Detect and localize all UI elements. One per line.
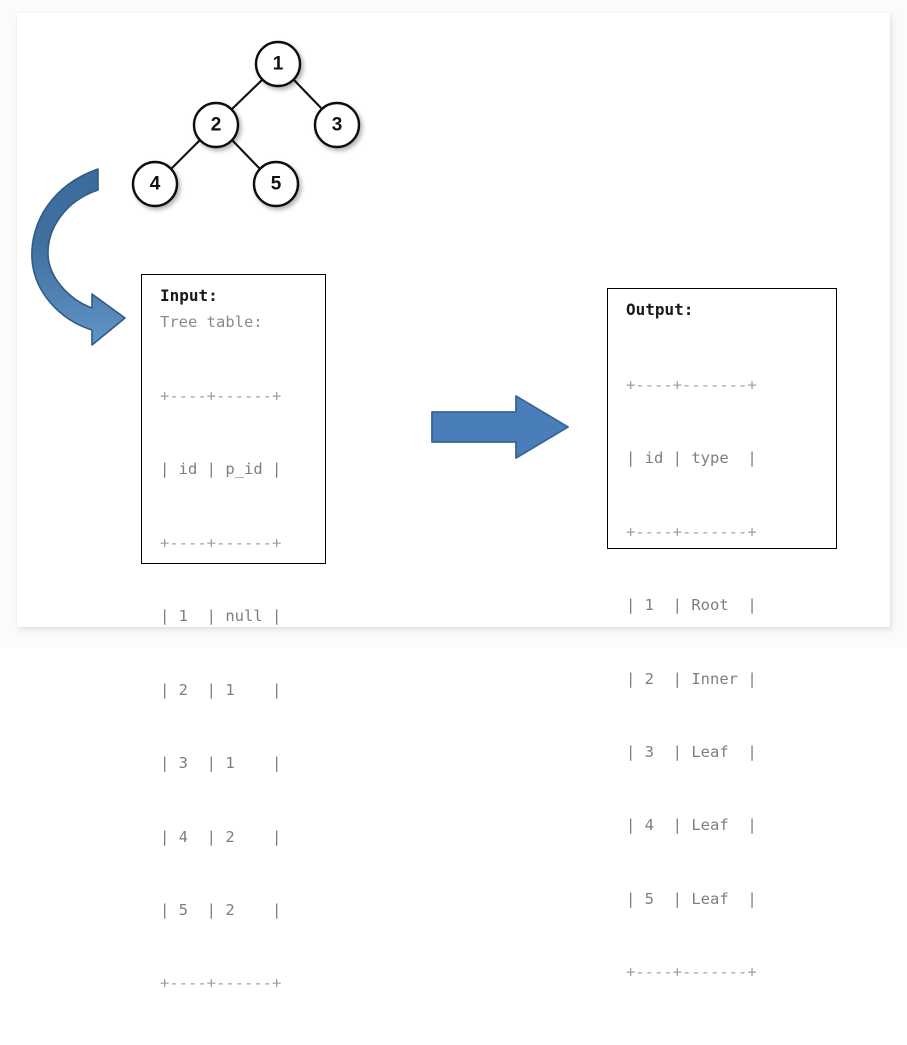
tree-edge-1-2 xyxy=(231,79,263,110)
input-row-1: | 1 | null | xyxy=(160,607,282,626)
tree-node-1: 1 xyxy=(254,40,302,88)
input-ascii-table: +----+------+ | id | p_id | +----+------… xyxy=(160,335,325,1045)
output-title: Output: xyxy=(626,300,694,319)
binary-tree-diagram: 1 2 3 4 5 xyxy=(131,40,361,208)
output-row-1: | 1 | Root | xyxy=(626,596,757,615)
output-row-4: | 4 | Leaf | xyxy=(626,816,757,835)
tree-edge-1-3 xyxy=(293,79,323,110)
curved-arrow-shape xyxy=(31,168,126,346)
tree-edge-2-4 xyxy=(170,139,201,170)
input-bottom-rule: +----+------+ xyxy=(160,974,282,993)
output-header-row: | id | type | xyxy=(626,449,757,468)
straight-arrow-shape xyxy=(431,395,569,459)
input-row-4: | 4 | 2 | xyxy=(160,827,282,846)
tree-node-label-1: 1 xyxy=(273,54,284,75)
straight-arrow-icon xyxy=(431,395,569,459)
input-row-3: | 3 | 1 | xyxy=(160,754,282,773)
input-title: Input: xyxy=(160,286,218,305)
output-row-3: | 3 | Leaf | xyxy=(626,743,757,762)
tree-node-label-3: 3 xyxy=(332,115,343,136)
input-panel: Input: Tree table: +----+------+ | id | … xyxy=(141,274,326,992)
output-row-5: | 5 | Leaf | xyxy=(626,889,757,908)
input-row-2: | 2 | 1 | xyxy=(160,680,282,699)
tree-node-label-2: 2 xyxy=(211,115,222,136)
output-bottom-rule: +----+-------+ xyxy=(626,963,757,982)
output-top-rule: +----+-------+ xyxy=(626,375,757,394)
tree-node-label-4: 4 xyxy=(150,174,161,195)
curved-arrow-icon xyxy=(31,168,126,346)
input-mid-rule: +----+------+ xyxy=(160,533,282,552)
tree-node-5: 5 xyxy=(252,160,300,208)
tree-node-4: 4 xyxy=(131,160,179,208)
tree-edge-2-5 xyxy=(231,139,261,170)
figure-canvas: 1 2 3 4 5 xyxy=(31,40,837,993)
output-ascii-table: +----+-------+ | id | type | +----+-----… xyxy=(626,324,836,1034)
output-mid-rule: +----+-------+ xyxy=(626,522,757,541)
tree-node-3: 3 xyxy=(313,101,361,149)
tree-node-label-5: 5 xyxy=(271,174,282,195)
output-row-2: | 2 | Inner | xyxy=(626,669,757,688)
input-header-row: | id | p_id | xyxy=(160,460,282,479)
input-top-rule: +----+------+ xyxy=(160,386,282,405)
input-subtitle: Tree table: xyxy=(160,312,263,331)
tree-edges xyxy=(170,79,323,170)
output-panel: Output: +----+-------+ | id | type | +--… xyxy=(607,288,837,981)
input-row-5: | 5 | 2 | xyxy=(160,900,282,919)
tree-node-2: 2 xyxy=(192,101,240,149)
